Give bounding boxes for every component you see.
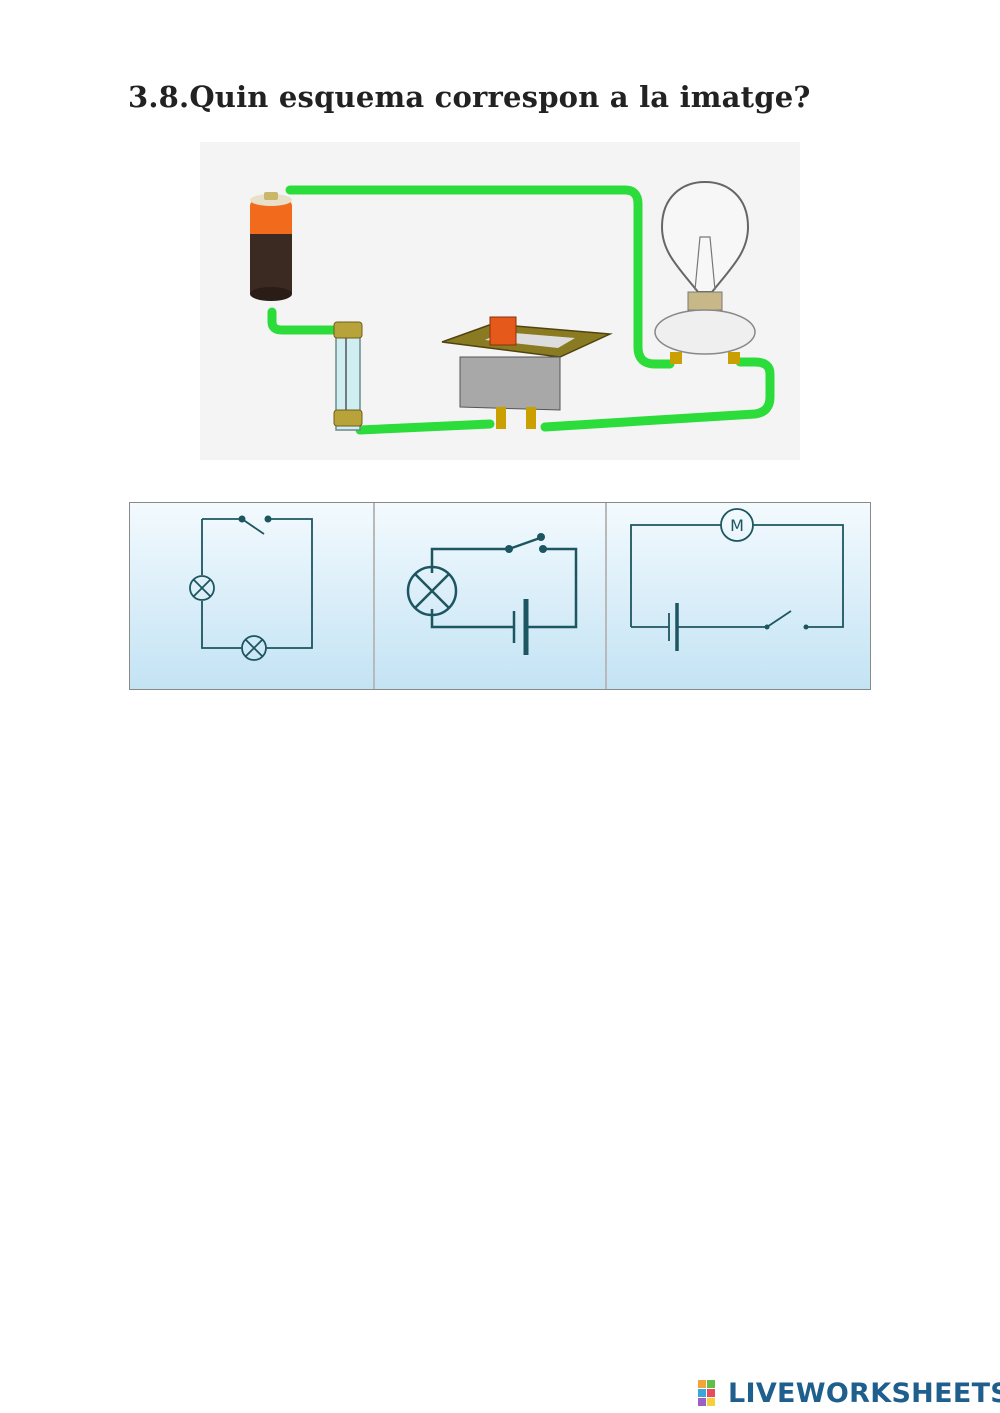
answer-options: M: [129, 502, 871, 690]
brand-text: LIVEWORKSHEETS: [728, 1377, 1000, 1409]
liveworksheets-logo-icon: [698, 1380, 715, 1406]
wire-switch-to-lamp: [540, 357, 775, 432]
light-bulb-icon: [654, 180, 756, 364]
question-title: 3.8.Quin esquema correspon a la imatge?: [128, 80, 811, 114]
switch-icon: [441, 316, 613, 429]
wire-fuse-to-switch: [355, 419, 495, 435]
option-b-schematic[interactable]: [373, 503, 605, 689]
fuse-icon: [333, 321, 363, 431]
option-c-schematic[interactable]: M: [605, 503, 870, 689]
liveworksheets-logo: LIVEWORKSHEETS: [696, 1376, 1000, 1410]
wire-battery-to-lamp: [285, 185, 675, 369]
motor-label: M: [730, 516, 744, 535]
circuit-illustration: [200, 142, 800, 460]
wire-battery-to-fuse: [267, 307, 345, 335]
option-a-schematic[interactable]: [130, 503, 373, 689]
battery-icon: [250, 192, 292, 301]
